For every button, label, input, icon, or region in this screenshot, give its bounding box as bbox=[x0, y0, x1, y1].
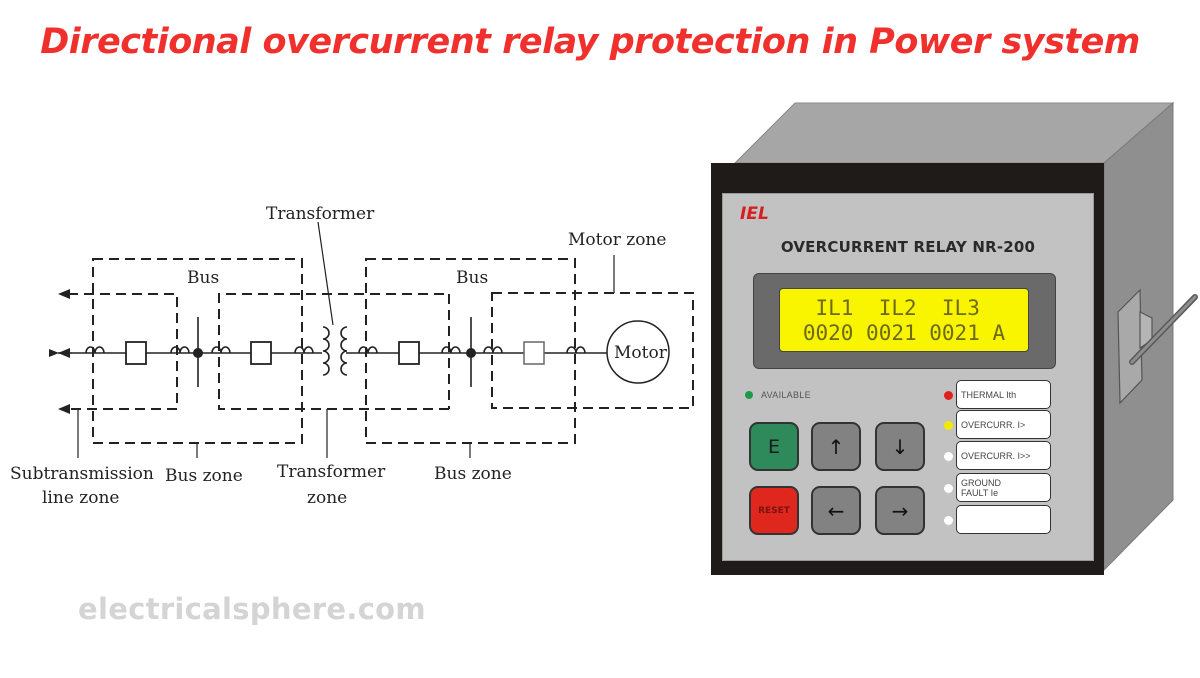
label-subtransmission-1: Subtransmission bbox=[10, 464, 154, 484]
lcd-display: IL1 IL2 IL3 0020 0021 0021 A bbox=[779, 288, 1029, 352]
enter-button[interactable]: E bbox=[749, 422, 799, 471]
breaker-2 bbox=[250, 341, 272, 365]
label-bus-right: Bus bbox=[456, 268, 488, 288]
overcurrent-relay-device: IEL OVERCURRENT RELAY NR-200 IL1 IL2 IL3… bbox=[700, 100, 1200, 580]
label-bus-zone-left: Bus zone bbox=[165, 466, 243, 486]
label-transformer: Transformer bbox=[266, 204, 375, 224]
protection-zones-diagram: Transformer Bus Bus Motor zone Motor Sub… bbox=[10, 204, 694, 508]
relay-front-panel: IEL OVERCURRENT RELAY NR-200 IL1 IL2 IL3… bbox=[722, 193, 1094, 561]
page-title: Directional overcurrent relay protection… bbox=[40, 22, 1140, 62]
overcurrent-led-icon bbox=[944, 421, 953, 430]
overcurrent-high-led-icon bbox=[944, 452, 953, 461]
transformer-symbol bbox=[322, 326, 348, 376]
label-subtransmission-2: line zone bbox=[42, 488, 120, 508]
breaker-1 bbox=[125, 341, 147, 365]
available-led-icon bbox=[745, 391, 753, 399]
left-arrow-button[interactable]: ← bbox=[811, 486, 861, 535]
indicator-ground-fault: GROUND FAULT Ie bbox=[956, 473, 1051, 502]
brand-logo: IEL bbox=[740, 204, 769, 224]
label-motor-zone: Motor zone bbox=[568, 230, 666, 250]
indicator-overcurrent-low: OVERCURR. I> bbox=[956, 410, 1051, 439]
spare-led-icon bbox=[944, 516, 953, 525]
lcd-line-1: IL1 IL2 IL3 bbox=[815, 296, 993, 320]
relay-model-label: OVERCURRENT RELAY NR-200 bbox=[780, 238, 1036, 256]
motor-symbol bbox=[606, 320, 670, 384]
lcd-line-2: 0020 0021 0021 A bbox=[802, 321, 1006, 345]
indicator-overcurrent-high: OVERCURR. I>> bbox=[956, 441, 1051, 470]
available-label: AVAILABLE bbox=[761, 390, 811, 400]
lcd-bezel: IL1 IL2 IL3 0020 0021 0021 A bbox=[753, 273, 1056, 369]
available-indicator: AVAILABLE bbox=[745, 390, 811, 400]
label-transformer-zone-1: Transformer bbox=[277, 462, 386, 482]
thermal-led-icon bbox=[944, 391, 953, 400]
reset-button[interactable]: RESET bbox=[749, 486, 799, 535]
label-transformer-zone-2: zone bbox=[307, 488, 347, 508]
subtransmission-zone bbox=[68, 293, 178, 410]
breaker-4 bbox=[523, 341, 545, 365]
indicator-thermal: THERMAL Ith bbox=[956, 380, 1051, 409]
watermark: electricalsphere.com bbox=[78, 592, 426, 626]
label-bus-left: Bus bbox=[187, 268, 219, 288]
breaker-3 bbox=[398, 341, 420, 365]
motor-zone bbox=[491, 292, 694, 409]
right-arrow-button[interactable]: → bbox=[875, 486, 925, 535]
ground-fault-led-icon bbox=[944, 484, 953, 493]
indicator-spare bbox=[956, 505, 1051, 534]
label-bus-zone-right: Bus zone bbox=[434, 464, 512, 484]
up-arrow-button[interactable]: ↑ bbox=[811, 422, 861, 471]
down-arrow-button[interactable]: ↓ bbox=[875, 422, 925, 471]
label-motor: Motor bbox=[614, 343, 668, 363]
